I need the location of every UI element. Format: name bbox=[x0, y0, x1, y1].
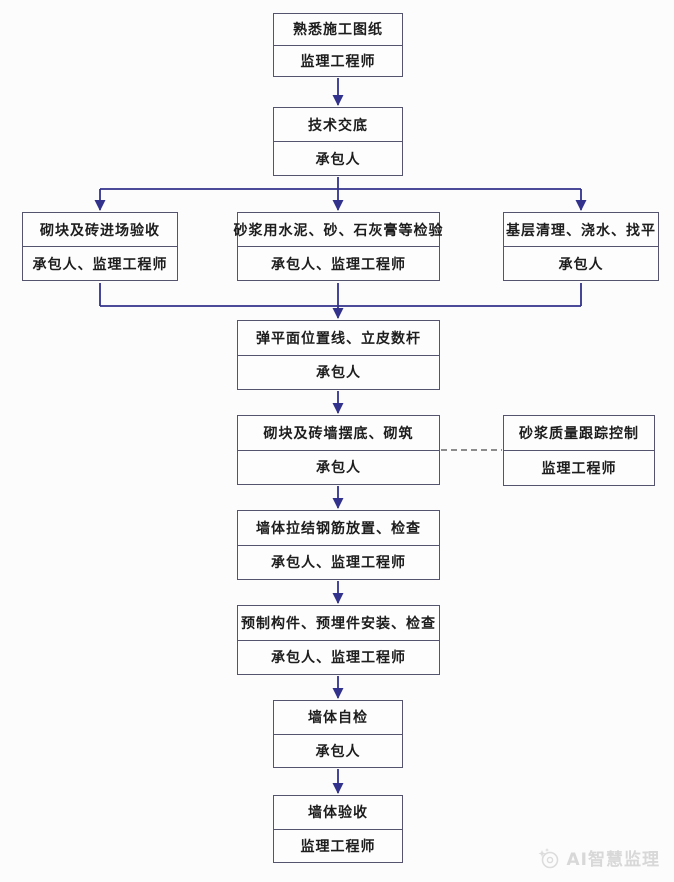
node-title: 砂浆质量跟踪控制 bbox=[504, 416, 654, 451]
node-title: 墙体自检 bbox=[274, 701, 402, 735]
node-title: 墙体验收 bbox=[274, 796, 402, 830]
node-actor: 承包人 bbox=[316, 365, 361, 382]
watermark-label: AI智慧监理 bbox=[566, 850, 660, 870]
node-actor: 承包人、监理工程师 bbox=[271, 256, 406, 273]
node-actor: 承包人、监理工程师 bbox=[271, 555, 406, 572]
watermark: AI智慧监理 bbox=[537, 845, 660, 870]
flow-node-wall-laying: 砌块及砖墙摆底、砌筑 承包人 bbox=[237, 415, 440, 485]
flow-node-mortar-quality-tracking: 砂浆质量跟踪控制 监理工程师 bbox=[503, 415, 655, 486]
flow-node-wall-self-check: 墙体自检 承包人 bbox=[273, 700, 403, 768]
camera-sparkle-icon bbox=[537, 846, 561, 870]
flow-node-tie-bar-placement-check: 墙体拉结钢筋放置、检查 承包人、监理工程师 bbox=[237, 510, 440, 580]
node-title: 基层清理、浇水、找平 bbox=[504, 213, 658, 247]
node-title: 砂浆用水泥、砂、石灰膏等检验 bbox=[234, 213, 443, 247]
flow-node-base-cleaning-leveling: 基层清理、浇水、找平 承包人 bbox=[503, 212, 659, 281]
node-actor: 承包人 bbox=[316, 460, 361, 477]
branch-line-top bbox=[100, 177, 581, 190]
node-actor: 承包人、监理工程师 bbox=[32, 256, 168, 273]
node-actor: 监理工程师 bbox=[541, 461, 617, 477]
node-title: 技术交底 bbox=[274, 108, 402, 142]
node-title: 砌块及砖墙摆底、砌筑 bbox=[238, 416, 439, 451]
node-actor: 承包人 bbox=[315, 743, 361, 760]
flow-node-familiarize-drawings: 熟悉施工图纸 监理工程师 bbox=[273, 13, 403, 77]
node-title: 预制构件、预埋件安装、检查 bbox=[238, 606, 439, 641]
node-actor: 监理工程师 bbox=[300, 53, 376, 70]
flow-node-block-brick-acceptance: 砌块及砖进场验收 承包人、监理工程师 bbox=[22, 212, 178, 281]
flow-node-snap-layout-lines: 弹平面位置线、立皮数杆 承包人 bbox=[237, 320, 440, 390]
node-title: 墙体拉结钢筋放置、检查 bbox=[238, 511, 439, 546]
converge-line bbox=[99, 283, 582, 307]
node-actor: 承包人 bbox=[558, 256, 604, 273]
node-title: 熟悉施工图纸 bbox=[274, 14, 402, 46]
node-actor: 承包人、监理工程师 bbox=[271, 650, 406, 667]
flow-node-mortar-material-inspection: 砂浆用水泥、砂、石灰膏等检验 承包人、监理工程师 bbox=[234, 212, 443, 281]
flow-node-technical-disclosure: 技术交底 承包人 bbox=[273, 107, 403, 176]
node-actor: 监理工程师 bbox=[300, 838, 376, 855]
node-title: 砌块及砖进场验收 bbox=[23, 213, 177, 247]
flow-node-precast-embedded-install-check: 预制构件、预埋件安装、检查 承包人、监理工程师 bbox=[237, 605, 440, 675]
flow-node-wall-acceptance: 墙体验收 监理工程师 bbox=[273, 795, 403, 863]
node-title: 弹平面位置线、立皮数杆 bbox=[238, 321, 439, 356]
node-actor: 承包人 bbox=[315, 151, 361, 168]
